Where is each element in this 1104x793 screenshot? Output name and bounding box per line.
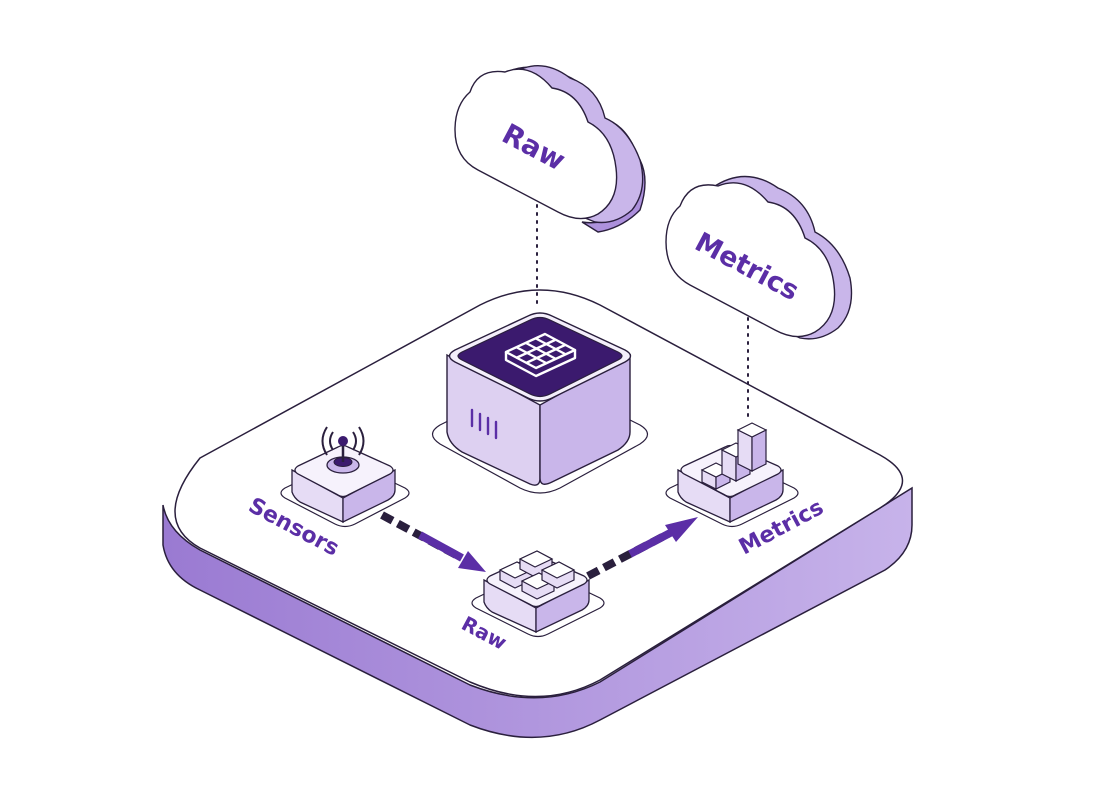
sensors-to-raw-arrow bbox=[380, 511, 486, 572]
blocks-icon bbox=[498, 550, 576, 600]
sensors-box-right bbox=[342, 468, 396, 524]
sensors-box-left bbox=[291, 468, 344, 524]
raw-cloud-front bbox=[454, 68, 618, 220]
server-body-right bbox=[539, 353, 631, 485]
metrics-box-left bbox=[677, 468, 731, 524]
metrics-cloud: Metrics bbox=[665, 175, 853, 340]
metrics-node bbox=[665, 422, 799, 528]
raw-cloud: Raw bbox=[454, 65, 646, 233]
antenna-icon bbox=[321, 426, 365, 474]
base-platform-side bbox=[162, 486, 913, 739]
server-node bbox=[431, 312, 649, 494]
bar-chart-icon bbox=[700, 422, 768, 490]
raw-box-right bbox=[535, 578, 590, 634]
raw-to-metrics-arrow bbox=[586, 517, 698, 580]
table-grid-icon bbox=[504, 332, 577, 378]
metrics-box-right bbox=[729, 468, 784, 524]
server-vent-icon bbox=[470, 408, 498, 440]
sensors-node bbox=[280, 426, 410, 528]
metrics-cloud-front bbox=[665, 182, 836, 338]
raw-box-left bbox=[483, 578, 537, 634]
raw-node bbox=[471, 550, 605, 638]
